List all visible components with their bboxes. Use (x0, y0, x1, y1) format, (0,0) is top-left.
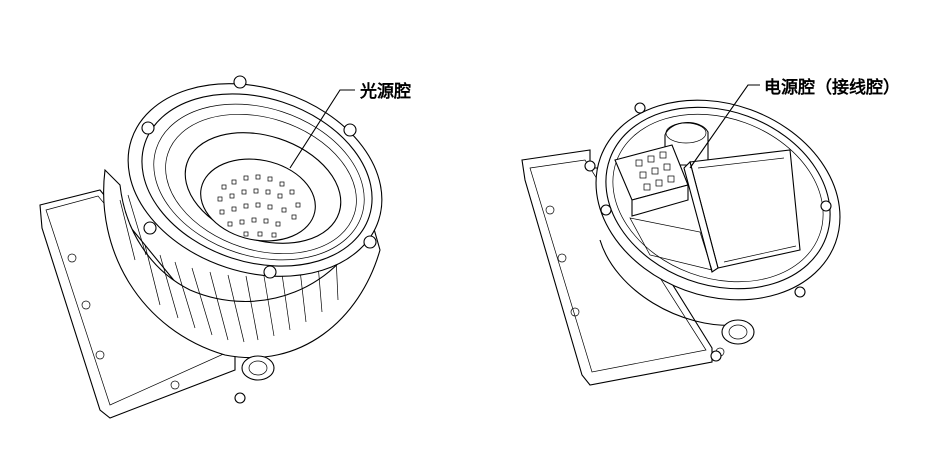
power-cavity-label: 电源腔（接线腔） (764, 77, 900, 98)
power-supply-lamp (521, 84, 841, 386)
light-source-cavity-label: 光源腔 (359, 81, 411, 102)
light-source-lamp (39, 75, 383, 419)
